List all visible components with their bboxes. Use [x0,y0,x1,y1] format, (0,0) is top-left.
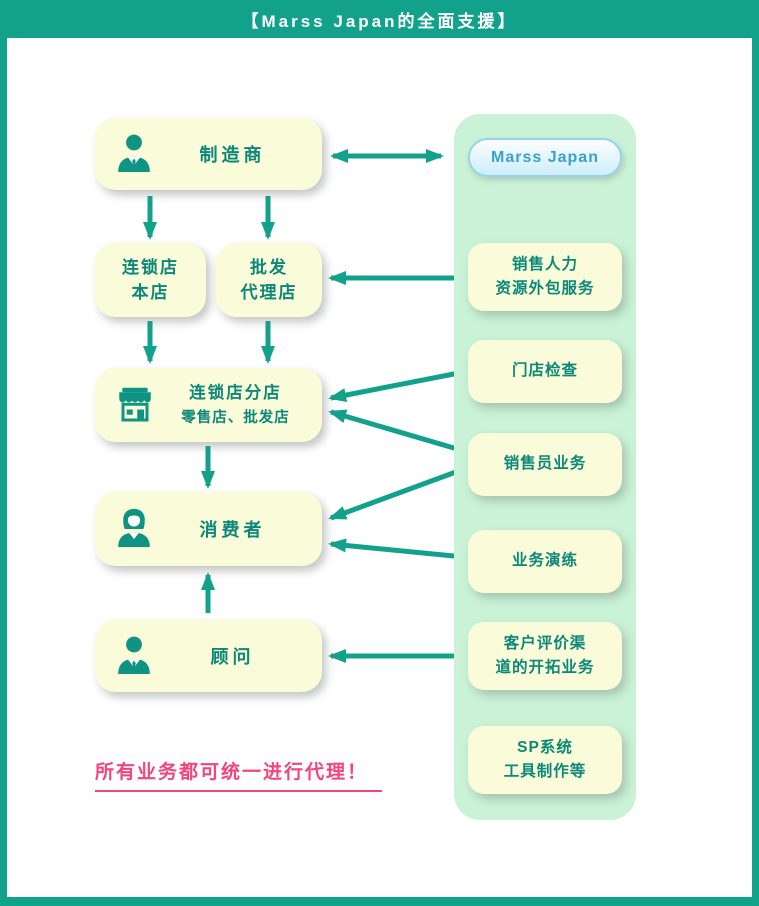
service-label-line2: 资源外包服务 [495,280,595,297]
service-hr-outsourcing: 销售人力 资源外包服务 [468,243,622,311]
node-label: 制造商 [199,145,266,165]
service-label-line2: 道的开拓业务 [495,659,595,676]
page-title: 【Marss Japan的全面支援】 [241,11,518,31]
arrow-storecheck-branch [328,369,465,402]
businessman-icon [118,636,150,674]
node-label-line1: 批发 [250,257,288,277]
arrow-salesperson-consumer [328,466,465,521]
node-label-line2: 代理店 [240,283,298,302]
service-label-line1: 客户评价渠 [503,634,587,652]
node-advisor: 顾问 [95,620,322,692]
node-label-line2: 零售店、批发店 [181,409,290,426]
marss-japan-badge: Marss Japan [468,138,622,177]
service-label-line1: 销售人力 [511,255,578,273]
page-border-right [752,0,759,906]
node-wholesale-agency: 批发 代理店 [216,243,322,317]
service-label-line1: SP系统 [517,738,573,756]
node-label: 连锁店分店 零售店、批发店 [159,381,322,429]
service-label-line1: 门店检查 [511,362,578,380]
title-bar: 【Marss Japan的全面支援】 [0,0,759,38]
service-training: 业务演练 [468,530,622,593]
node-label: 消费者 [199,520,266,540]
node-manufacturer: 制造商 [95,118,322,190]
node-chain-main-store: 连锁店 本店 [95,243,206,317]
service-salesperson: 销售员业务 [468,433,622,496]
node-label-line1: 连锁店分店 [189,383,282,402]
page-border-bottom [0,897,759,906]
service-label-line1: 业务演练 [511,552,578,570]
service-store-check: 门店检查 [468,340,622,403]
service-sp-system: SP系统 工具制作等 [468,726,622,794]
service-label-line1: 销售员业务 [503,455,587,473]
arrow-salesperson-branch [328,409,465,454]
arrow-training-consumer [328,538,465,560]
page-border-left [0,0,7,906]
node-label: 顾问 [210,647,255,667]
woman-icon [118,508,150,547]
service-label-line2: 工具制作等 [503,763,587,780]
node-consumer: 消费者 [95,492,322,566]
footer-note: 所有业务都可统一进行代理！ [95,762,369,783]
node-label-line1: 连锁店 [122,257,179,277]
node-label-line2: 本店 [131,283,170,302]
service-review-channel: 客户评价渠 道的开拓业务 [468,622,622,690]
brand-label: Marss Japan [491,148,599,166]
node-branch-retail: 连锁店分店 零售店、批发店 [95,368,322,442]
businessman-icon [118,134,150,172]
footer-note-underline [95,790,382,792]
storefront-icon [119,387,151,422]
